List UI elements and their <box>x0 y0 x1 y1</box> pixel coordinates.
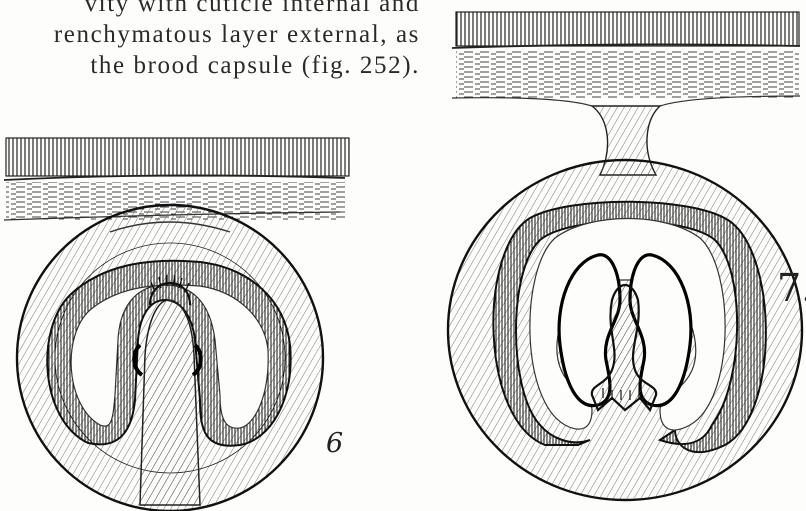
figure-7-label: 7. <box>777 266 806 310</box>
figure-6-label: 6 <box>326 428 343 459</box>
figure-6-illustration <box>4 138 349 511</box>
figure-7-illustration <box>448 12 802 500</box>
